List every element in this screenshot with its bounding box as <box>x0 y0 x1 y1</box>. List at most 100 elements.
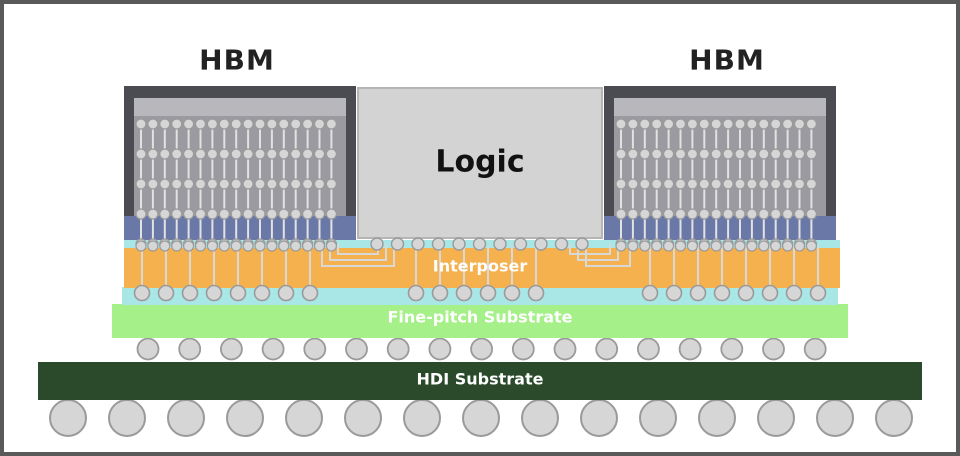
hbm-left-micro-bump <box>290 208 302 220</box>
hbm-right-base-bump <box>651 240 663 252</box>
hbm-left-base-bump <box>183 240 195 252</box>
hbm-left-micro-bump <box>242 178 254 190</box>
hbm-right-micro-bump <box>651 178 663 190</box>
hbm-left-micro-bump <box>242 148 254 160</box>
fine-pitch-bump <box>553 337 577 361</box>
hbm-left-micro-bump <box>171 178 183 190</box>
hbm-left-micro-bump <box>171 208 183 220</box>
hbm-left-micro-bump <box>325 178 337 190</box>
hbm-right-top-die <box>614 98 826 116</box>
hbm-right-micro-bump <box>698 118 710 130</box>
hdi-solder-ball <box>698 399 736 437</box>
hdi-solder-ball <box>639 399 677 437</box>
hbm-right-micro-bump <box>722 208 734 220</box>
hbm-left-base-bump <box>254 240 266 252</box>
hbm-left-micro-bump <box>325 118 337 130</box>
hbm-right-micro-bump <box>615 208 627 220</box>
hbm-right-micro-bump <box>805 118 818 130</box>
hbm-right-base-bump <box>662 240 675 252</box>
hbm-right-micro-bump <box>615 148 627 160</box>
hbm-right-micro-bump <box>698 148 710 160</box>
hbm-left-micro-bump <box>302 178 314 190</box>
left-interposer-bump <box>277 284 295 302</box>
hbm-left-top-die <box>134 98 346 116</box>
hbm-left-base-bump <box>278 240 290 252</box>
hbm-right-micro-bump <box>639 118 651 130</box>
hbm-left-micro-bump <box>206 178 218 190</box>
hbm-right-micro-bump <box>662 208 675 220</box>
hbm-right-micro-bump <box>627 178 639 190</box>
hbm-left-base-bump <box>325 240 337 252</box>
logic-micro-bump <box>554 237 569 251</box>
hbm-left-micro-bump <box>242 118 254 130</box>
center-interposer-bump <box>479 284 497 302</box>
hbm-right-base-bump <box>793 240 806 252</box>
hbm-right-micro-bump <box>734 208 746 220</box>
right-interposer-bump <box>689 284 707 302</box>
hbm-right-micro-bump <box>651 208 663 220</box>
hbm-left-micro-bump <box>254 118 266 130</box>
hbm-left-micro-bump <box>254 148 266 160</box>
hbm-left-micro-bump <box>194 118 207 130</box>
hbm-left-micro-bump <box>278 178 290 190</box>
hbm-left-micro-bump <box>290 148 302 160</box>
hbm-right-micro-bump <box>651 118 663 130</box>
logic-micro-bump <box>513 237 528 251</box>
logic-micro-bump <box>452 237 466 251</box>
right-interposer-bump <box>713 284 731 302</box>
fine-pitch-bump <box>219 337 243 361</box>
hbm-left-micro-bump <box>325 148 337 160</box>
left-interposer-bump <box>157 284 175 302</box>
logic-micro-bump <box>493 237 507 251</box>
hbm-left-micro-bump <box>230 118 242 130</box>
hbm-right-micro-bump <box>746 118 758 130</box>
hbm-left-micro-bump <box>302 148 314 160</box>
hbm-left-base-bump <box>313 240 326 252</box>
left-interposer-bump <box>205 284 223 302</box>
hbm-left-micro-bump <box>194 178 207 190</box>
hbm-right-micro-bump <box>674 208 687 220</box>
hbm-left-micro-bump <box>325 208 337 220</box>
hbm-left-micro-bump <box>135 148 147 160</box>
hbm-left-micro-bump <box>159 208 171 220</box>
hbm-right-micro-bump <box>758 148 770 160</box>
hbm-right-micro-bump <box>734 118 746 130</box>
right-interposer-bump <box>641 284 659 302</box>
hbm-left-micro-bump <box>218 208 230 220</box>
hbm-right-micro-bump <box>722 178 734 190</box>
hbm-right-micro-bump <box>805 148 818 160</box>
hbm-right-micro-bump <box>615 178 627 190</box>
hbm-right-base-bump <box>758 240 770 252</box>
hbm-right-base-bump <box>639 240 651 252</box>
hdi-solder-ball <box>344 399 382 437</box>
left-interposer-bump <box>253 284 271 302</box>
right-interposer-bump <box>809 284 827 302</box>
hbm-left-base-bump <box>266 240 278 252</box>
hbm-left-micro-bump <box>266 178 278 190</box>
hbm-right-micro-bump <box>710 118 722 130</box>
fine-pitch-bump <box>178 337 202 361</box>
logic-micro-bump <box>472 237 487 251</box>
hbm-left-micro-bump <box>206 148 218 160</box>
fine-pitch-bump <box>261 337 285 361</box>
hbm-left-micro-bump <box>302 208 314 220</box>
hbm-left-base-bump <box>159 240 171 252</box>
hbm-left-base-bump <box>135 240 147 252</box>
hbm-left-base-bump <box>242 240 254 252</box>
interposer-wire <box>577 244 619 261</box>
hbm-right-micro-bump <box>686 208 699 220</box>
interposer-wire <box>585 244 631 267</box>
hbm-right-micro-bump <box>781 208 794 220</box>
hbm-right-micro-bump <box>639 148 651 160</box>
hbm-right-micro-bump <box>662 178 675 190</box>
center-interposer-bump <box>455 284 473 302</box>
fine-pitch-substrate <box>112 304 848 338</box>
right-interposer-bump <box>737 284 755 302</box>
hbm-left-micro-bump <box>230 148 242 160</box>
hbm-right-base-bump <box>627 240 639 252</box>
hbm-left-micro-bump <box>254 208 266 220</box>
hbm-right-micro-bump <box>662 148 675 160</box>
hbm-right-micro-bump <box>674 178 687 190</box>
fine-pitch-bump <box>303 337 327 361</box>
hbm-right-micro-bump <box>698 178 710 190</box>
